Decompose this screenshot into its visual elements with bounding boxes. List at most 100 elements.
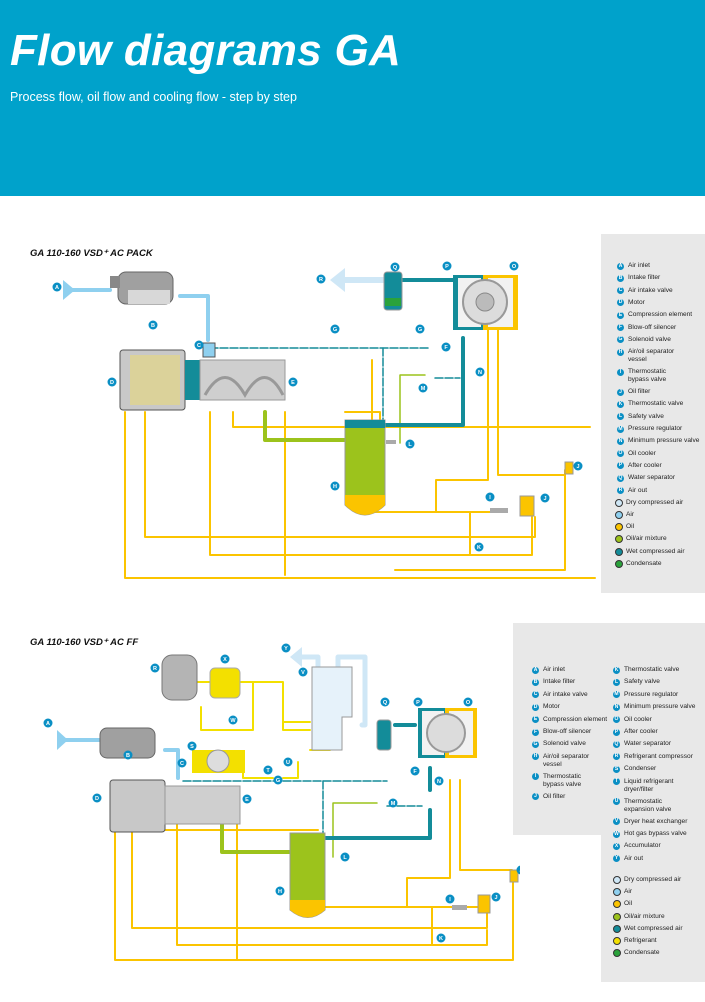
legend-label: Water separator xyxy=(628,474,676,482)
letter-badge-icon: J xyxy=(617,388,624,396)
letter-badge-icon: G xyxy=(532,740,539,748)
letter-badge-icon: P xyxy=(617,462,624,470)
marker-j xyxy=(491,892,501,902)
legend-label: Thermostatic valve xyxy=(628,400,684,408)
letter-badge-icon: E xyxy=(532,716,539,724)
compression-element xyxy=(199,342,286,401)
letter-badge-icon: O xyxy=(613,716,620,724)
legend-label: Air/oil separator vessel xyxy=(628,348,675,364)
marker-label: Q xyxy=(383,700,388,706)
marker-label: B xyxy=(151,323,155,329)
legend-component-item: P After cooler xyxy=(613,728,658,736)
letter-badge-icon: P xyxy=(613,728,620,736)
letter-badge-icon: F xyxy=(532,728,539,736)
marker-e xyxy=(288,377,298,387)
marker-label: F xyxy=(413,769,417,775)
letter-badge-icon: I xyxy=(532,773,539,781)
diagram2-flow-diagram: ABCDEFGHIJKLMNOPQRSTUVWXYJ xyxy=(43,643,520,961)
marker-j xyxy=(540,493,550,503)
marker-i xyxy=(445,894,455,904)
letter-badge-icon: N xyxy=(613,703,620,711)
marker-label: A xyxy=(46,721,50,727)
legend-label: Hot gas bypass valve xyxy=(624,830,687,837)
color-swatch-icon xyxy=(615,535,623,544)
marker-label: J xyxy=(494,895,497,901)
marker-r xyxy=(316,274,326,284)
legend-flow-item: Oil/air mixture xyxy=(613,912,665,921)
accumulator xyxy=(209,667,241,699)
legend-label: Pressure regulator xyxy=(624,690,679,698)
letter-badge-icon: L xyxy=(613,678,620,686)
diagram2-legend-panel xyxy=(513,623,705,835)
legend-label: Thermostatic bypass valve xyxy=(543,772,582,788)
legend-label: Oil xyxy=(624,900,633,908)
water-separator xyxy=(383,271,403,311)
marker-label: A xyxy=(55,285,59,291)
marker-y xyxy=(281,643,291,653)
legend-flow-item: Dry compressed air xyxy=(613,876,681,884)
legend-label: Water separator xyxy=(624,740,672,748)
legend-label: Dry compressed air xyxy=(624,876,682,883)
legend-label: Condensate xyxy=(626,559,662,567)
marker-label: G xyxy=(418,327,422,333)
marker-label: T xyxy=(266,768,270,774)
marker-d xyxy=(107,377,117,387)
letter-badge-icon: B xyxy=(532,678,539,686)
marker-label: C xyxy=(197,343,201,349)
legend-label: Wet compressed air xyxy=(624,924,683,932)
air-out-arrow xyxy=(330,268,345,292)
legend-label: Oil cooler xyxy=(628,449,656,457)
legend-label: Compression element xyxy=(543,715,608,723)
marker-l xyxy=(405,439,415,449)
letter-badge-icon: Y xyxy=(613,855,620,863)
legend-label: After cooler xyxy=(628,461,662,469)
marker-a xyxy=(52,282,62,292)
legend-label: Oil/air mixture xyxy=(624,912,665,920)
color-swatch-icon xyxy=(615,523,623,532)
marker-label: Q xyxy=(393,265,398,271)
legend-label: Oil filter xyxy=(543,792,566,800)
marker-b xyxy=(148,320,158,330)
color-swatch-icon xyxy=(613,912,621,921)
marker-label: O xyxy=(466,700,471,706)
marker-label: E xyxy=(245,797,249,803)
legend-label: Compression element xyxy=(628,311,693,319)
legend-label: Thermostatic expansion valve xyxy=(624,797,672,813)
marker-label: X xyxy=(223,657,227,663)
marker-f xyxy=(410,766,420,776)
legend-label: Dryer heat exchanger xyxy=(624,817,688,825)
color-swatch-icon xyxy=(615,511,623,519)
marker-b xyxy=(123,750,133,760)
legend-label: Intake filter xyxy=(628,274,661,282)
marker-f xyxy=(441,342,451,352)
marker-k xyxy=(436,933,446,943)
legend-label: Air out xyxy=(628,486,648,494)
oil-air-mixture-lines xyxy=(263,410,347,442)
marker-label: L xyxy=(408,442,412,448)
marker-a xyxy=(43,718,53,728)
legend-label: Air/oil separator vessel xyxy=(543,752,590,768)
marker-j xyxy=(573,461,583,471)
legend-label: Dry compressed air xyxy=(626,498,684,506)
letter-badge-icon: S xyxy=(613,765,620,773)
marker-label: S xyxy=(190,744,194,750)
letter-badge-icon: K xyxy=(617,400,624,408)
marker-label: R xyxy=(319,277,323,283)
marker-label: R xyxy=(153,666,157,672)
legend-label: After cooler xyxy=(624,728,658,735)
legend-label: Liquid refrigerant dryer/filter xyxy=(624,777,674,793)
